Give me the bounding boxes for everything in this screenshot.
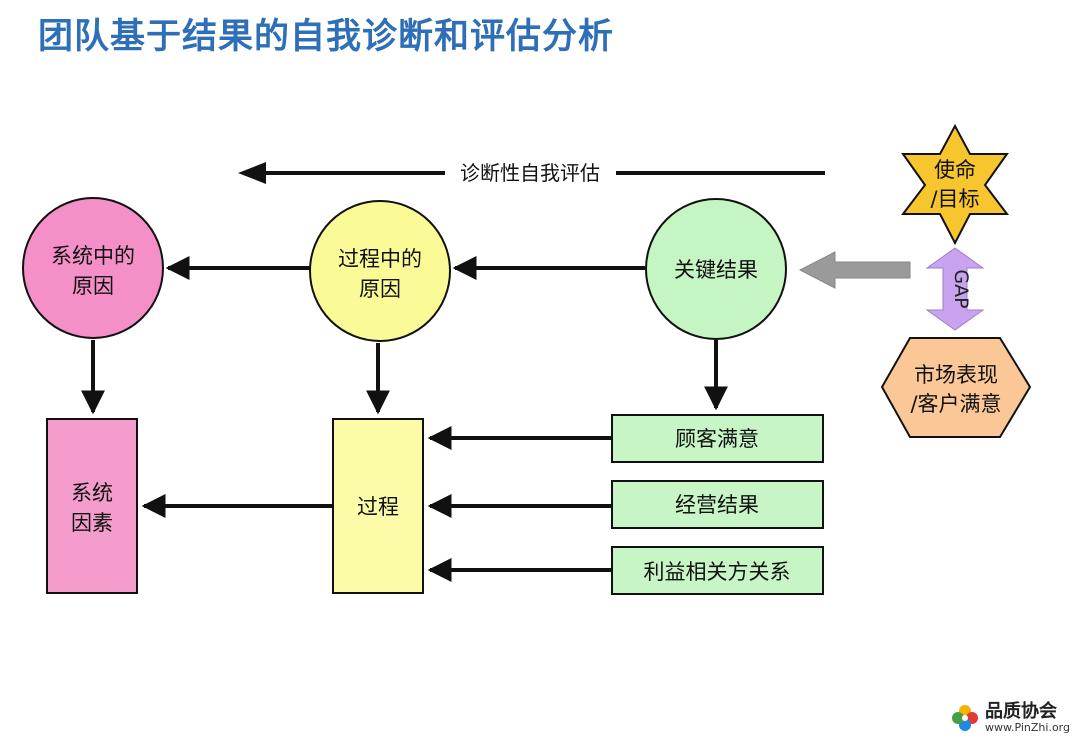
node-market: 市场表现 /客户满意 [880, 337, 1032, 438]
page-title: 团队基于结果的自我诊断和评估分析 [38, 17, 615, 57]
key-result-label: 关键结果 [674, 258, 758, 282]
business-results-label: 经营结果 [675, 493, 759, 517]
process-label: 过程 [357, 495, 399, 519]
system-factors-rect [46, 418, 138, 594]
system-cause-line1: 系统中的 [51, 244, 135, 268]
node-process-cause: 过程中的 原因 [309, 200, 451, 342]
gap-arrow: GAP [925, 247, 985, 331]
stakeholder-relations-label: 利益相关方关系 [644, 560, 791, 584]
node-system-cause: 系统中的 原因 [22, 197, 164, 339]
mission-star [900, 123, 1010, 246]
system-factors-line2: 因素 [71, 511, 113, 535]
gap-double-arrow [925, 247, 985, 331]
logo-url: www.PinZhi.org [985, 721, 1070, 734]
mission-line1: 使命 [934, 158, 976, 182]
node-key-result: 关键结果 [645, 198, 787, 340]
market-hexagon [880, 337, 1032, 438]
logo-flower-icon [952, 705, 978, 731]
logo: 品质协会 www.PinZhi.org [950, 702, 1070, 734]
node-process: 过程 [332, 418, 424, 594]
key-result-circle [645, 198, 787, 340]
top-arrow-head [238, 162, 266, 184]
node-customer-satisfaction: 顾客满意 [611, 414, 824, 463]
process-cause-line1: 过程中的 [338, 247, 422, 271]
node-system-factors: 系统 因素 [46, 418, 138, 594]
top-arrow-label: 诊断性自我评估 [460, 161, 600, 185]
process-cause-line2: 原因 [359, 277, 401, 301]
gray-arrow-shape [798, 251, 911, 289]
market-line2: /客户满意 [910, 392, 1001, 416]
node-business-results: 经营结果 [611, 480, 824, 529]
mission-line2: /目标 [930, 187, 979, 211]
system-factors-line1: 系统 [71, 481, 113, 505]
node-mission: 使命 /目标 [900, 123, 1010, 246]
system-cause-line2: 原因 [72, 274, 114, 298]
customer-satisfaction-label: 顾客满意 [675, 427, 759, 451]
system-cause-circle [22, 197, 164, 339]
node-stakeholder-relations: 利益相关方关系 [611, 546, 824, 595]
gap-label: GAP [950, 269, 972, 308]
market-line1: 市场表现 [914, 363, 998, 387]
logo-name: 品质协会 [985, 701, 1057, 722]
gray-arrow [798, 251, 911, 289]
process-cause-circle [309, 200, 451, 342]
top-arrow: 诊断性自我评估 [238, 161, 825, 185]
